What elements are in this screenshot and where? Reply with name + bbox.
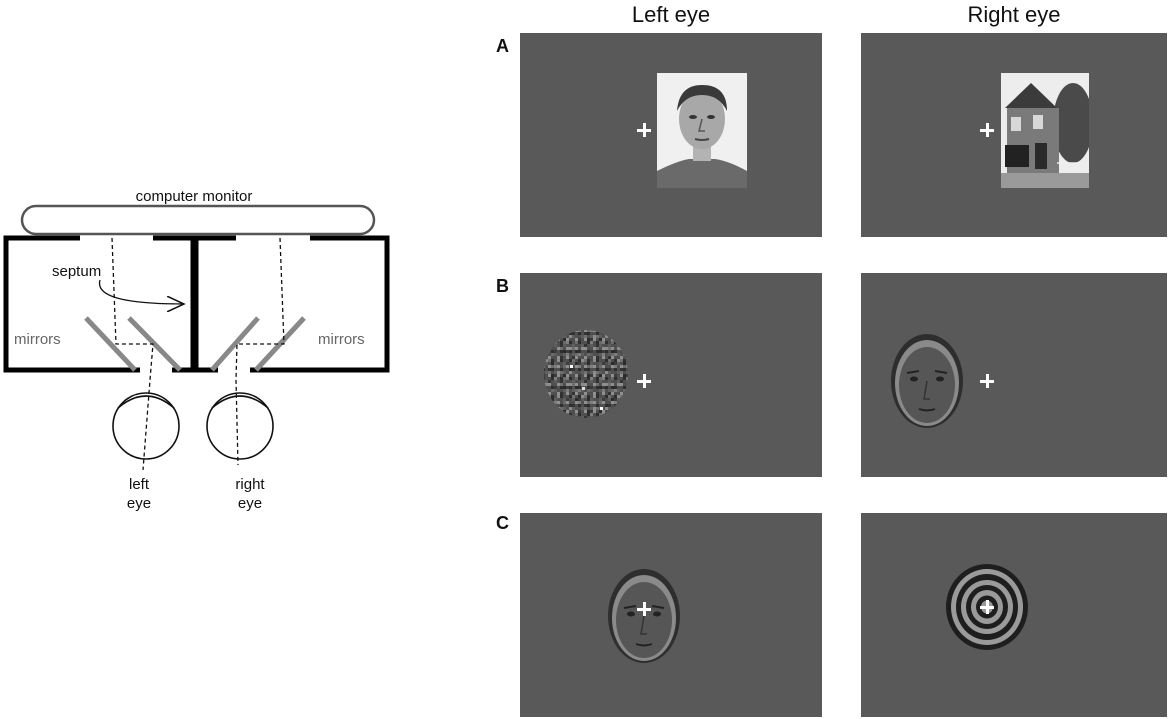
row-letter-a: A xyxy=(496,36,509,56)
right-eye-shape xyxy=(206,392,274,460)
left-eye-label-2: eye xyxy=(127,495,151,512)
face-photo-icon xyxy=(657,73,747,188)
panel-c-left xyxy=(520,513,822,717)
face-drawing-icon xyxy=(608,569,680,663)
right-chamber xyxy=(193,235,390,373)
panel-a-left xyxy=(520,33,822,237)
light-paths xyxy=(111,237,285,471)
left-eye-shape xyxy=(112,392,180,460)
fixation-cross xyxy=(637,602,651,616)
noise-patch-icon xyxy=(544,330,628,418)
septum-arrow xyxy=(98,279,184,304)
fixation-cross xyxy=(980,600,994,614)
fixation-cross xyxy=(637,374,651,388)
mirrors-right-label: mirrors xyxy=(318,331,365,348)
fixation-cross xyxy=(637,123,651,137)
face-drawing-icon xyxy=(891,334,963,428)
septum-label: septum xyxy=(52,263,101,280)
panel-b-right xyxy=(861,273,1167,477)
row-letter-b: B xyxy=(496,276,509,296)
house-photo-icon xyxy=(1001,73,1089,188)
panel-b-left xyxy=(520,273,822,477)
left-eye-column-header: Left eye xyxy=(631,2,711,27)
panel-c-right xyxy=(861,513,1167,717)
right-eye-label-2: eye xyxy=(238,495,262,512)
computer-monitor-shape xyxy=(20,204,376,236)
mirrors xyxy=(84,316,306,372)
right-eye-column-header: Right eye xyxy=(967,2,1061,27)
fixation-cross xyxy=(980,374,994,388)
row-letter-c: C xyxy=(496,513,509,533)
left-eye-label-1: left xyxy=(129,476,150,493)
right-eye-label-1: right xyxy=(235,476,265,493)
mirrors-left-label: mirrors xyxy=(14,331,61,348)
left-chamber xyxy=(3,235,196,373)
computer-monitor-label: computer monitor xyxy=(136,188,253,205)
panel-a-right xyxy=(861,33,1167,237)
fixation-cross xyxy=(980,123,994,137)
stereoscope-diagram: computer monitor septum mirrors mirrors … xyxy=(3,188,390,512)
